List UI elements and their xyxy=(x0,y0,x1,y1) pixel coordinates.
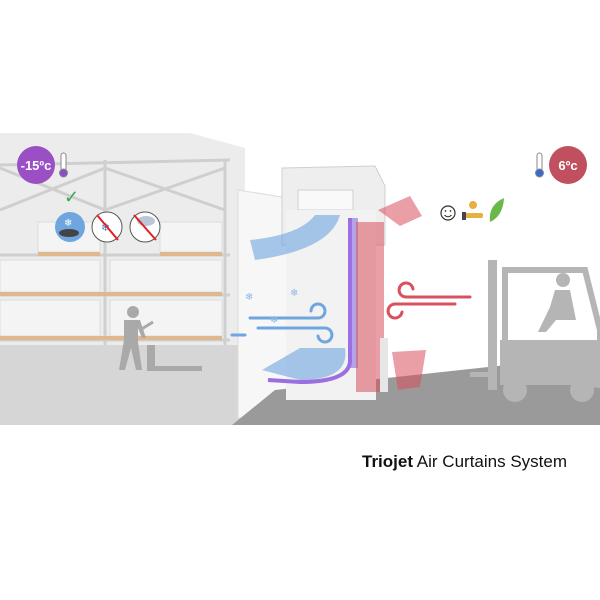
cold-wind-icon xyxy=(230,302,334,344)
cold-air-flow xyxy=(250,215,358,380)
caption-brand: Triojet xyxy=(362,452,414,471)
cold-temperature: -15ºc xyxy=(21,158,52,173)
smiley-icon xyxy=(440,205,456,221)
warm-temperature-badge: 6ºc xyxy=(549,146,587,184)
snowflake-icons: ❄ ❄ ❄ xyxy=(245,288,298,326)
money-hand-icon xyxy=(462,201,483,220)
svg-text:❄: ❄ xyxy=(101,222,110,234)
pallet-boxes xyxy=(0,221,223,337)
cold-air-stream xyxy=(267,218,352,385)
svg-text:❄: ❄ xyxy=(64,218,72,229)
no-fog-icon xyxy=(129,211,161,243)
svg-text:❄: ❄ xyxy=(245,292,253,303)
bollard xyxy=(380,338,388,392)
pallets xyxy=(0,252,222,340)
worker-with-pallet-jack xyxy=(119,306,202,371)
leaf-icon xyxy=(489,198,504,222)
thermometer-icon xyxy=(59,152,68,178)
warm-temperature: 6ºc xyxy=(558,158,577,173)
caption-text: Air Curtains System xyxy=(413,452,568,471)
cold-room-floor xyxy=(0,345,245,425)
frozen-fish-icon: ❄ xyxy=(55,212,85,242)
caption: Triojet Air Curtains System xyxy=(362,452,567,472)
warm-air-flow xyxy=(356,196,426,392)
warm-wind-icon xyxy=(386,281,472,320)
no-ice-icon: ❄ xyxy=(91,211,123,243)
forklift xyxy=(470,260,600,402)
air-curtain-unit xyxy=(297,189,354,211)
svg-text:❄: ❄ xyxy=(290,288,298,299)
thermometer-icon xyxy=(535,152,544,178)
cold-temperature-badge: -15ºc xyxy=(17,146,55,184)
door-frame xyxy=(237,189,289,419)
svg-text:❄: ❄ xyxy=(270,315,278,326)
check-icon: ✓ xyxy=(64,187,79,207)
